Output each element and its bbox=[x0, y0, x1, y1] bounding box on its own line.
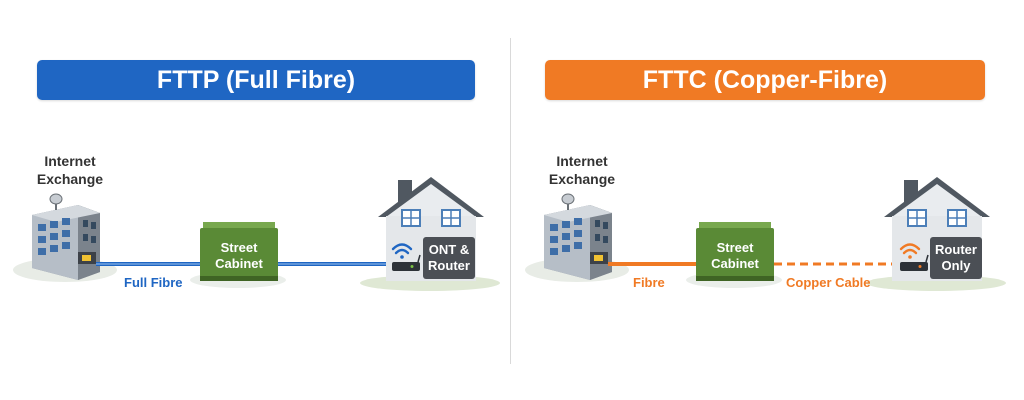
fttp-cable-label-text: Full Fibre bbox=[124, 275, 183, 290]
fttc-copper-label-text: Copper Cable bbox=[786, 275, 871, 290]
fttc-cabinet-label: Street Cabinet bbox=[696, 240, 774, 272]
fttc-home-box-label-text: Router Only bbox=[935, 242, 977, 273]
fttc-panel: FTTC (Copper-Fibre) Internet Exchange bbox=[512, 0, 1024, 400]
fttp-exchange-label-text: Internet Exchange bbox=[36, 153, 104, 187]
fttp-exchange-label: Internet Exchange bbox=[25, 152, 115, 188]
fttc-exchange-label: Internet Exchange bbox=[537, 152, 627, 188]
fttc-copper-label: Copper Cable bbox=[786, 275, 871, 290]
router-icon bbox=[900, 254, 929, 271]
panel-divider bbox=[510, 38, 511, 364]
fttc-cabinet-label-text: Street Cabinet bbox=[711, 240, 759, 271]
cabinet-icon bbox=[696, 222, 774, 281]
satellite-dish-icon bbox=[561, 193, 575, 210]
building-icon bbox=[32, 205, 100, 280]
fttp-cabinet-label: Street Cabinet bbox=[200, 240, 278, 272]
wifi-icon bbox=[899, 243, 921, 259]
fttc-home-box-label: Router Only bbox=[930, 242, 982, 274]
fttp-diagram bbox=[13, 177, 500, 291]
fttc-exchange-label-text: Internet Exchange bbox=[548, 153, 616, 187]
fttp-cabinet-label-text: Street Cabinet bbox=[215, 240, 263, 271]
fttc-fibre-label-text: Fibre bbox=[633, 275, 665, 290]
fttp-title: FTTP (Full Fibre) bbox=[156, 65, 356, 94]
fttp-home-box-label: ONT & Router bbox=[423, 242, 475, 274]
fttc-title: FTTC (Copper-Fibre) bbox=[642, 65, 888, 94]
building-icon bbox=[544, 205, 612, 280]
router-only-box bbox=[930, 237, 982, 279]
fttc-title-banner: FTTC (Copper-Fibre) bbox=[545, 60, 985, 100]
satellite-dish-icon bbox=[49, 193, 63, 210]
fttc-diagram bbox=[525, 177, 1006, 291]
fttp-title-banner: FTTP (Full Fibre) bbox=[37, 60, 475, 100]
fttp-home-box-label-text: ONT & Router bbox=[428, 242, 470, 273]
wifi-icon bbox=[391, 243, 413, 259]
fttc-fibre-label: Fibre bbox=[633, 275, 665, 290]
ont-router-box bbox=[423, 237, 475, 279]
fttp-panel: FTTP (Full Fibre) Internet Exchange bbox=[13, 60, 500, 291]
router-icon bbox=[392, 254, 421, 271]
fttp-cable-label: Full Fibre bbox=[124, 275, 183, 290]
cabinet-icon bbox=[200, 222, 278, 281]
